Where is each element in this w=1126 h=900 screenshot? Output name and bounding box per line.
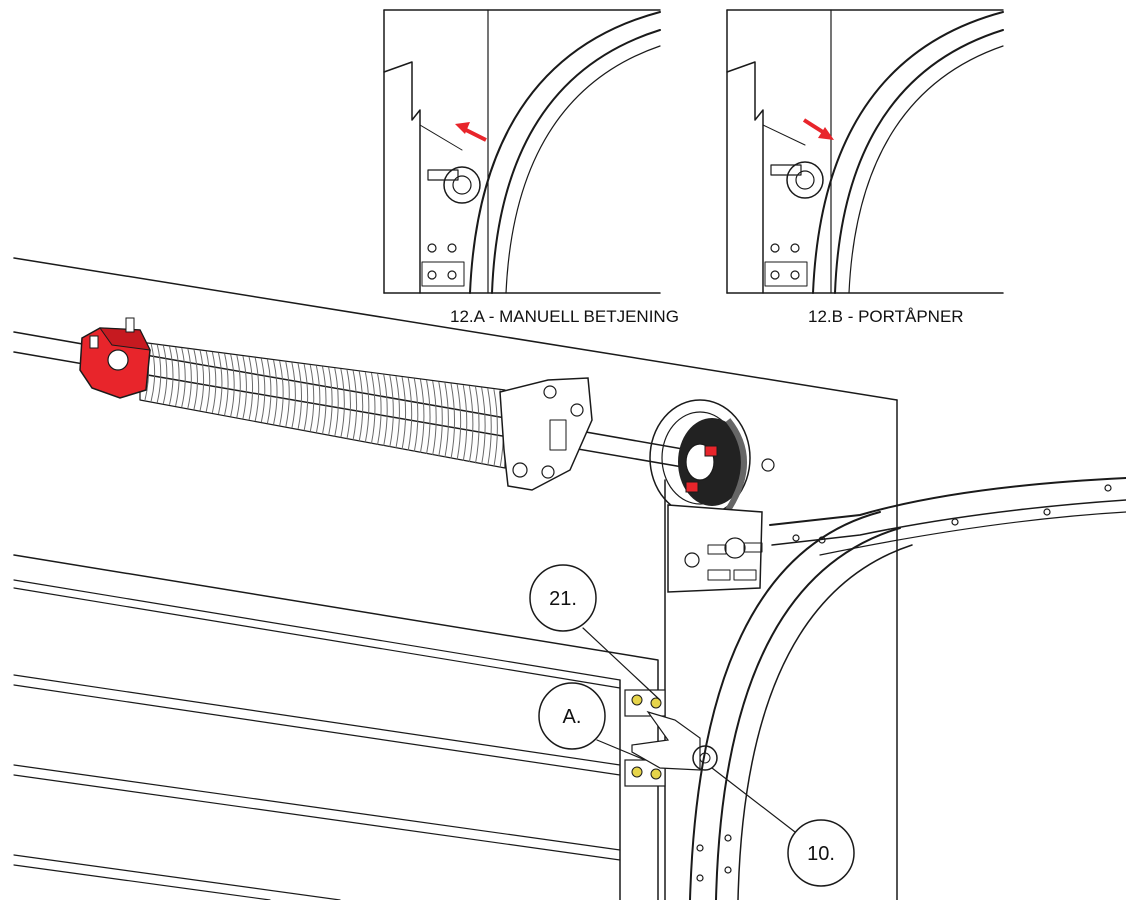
spring-coil: [364, 372, 370, 443]
cable-drum: [649, 399, 751, 517]
detail-12b-door-opener: 12.B - PORTÅPNER: [726, 9, 1004, 326]
spring-coil: [352, 370, 358, 440]
spring-coil: [236, 355, 241, 418]
spring-coil: [401, 376, 407, 450]
curved-track: [689, 511, 913, 900]
winding-cone: [79, 317, 151, 399]
spring-coil: [328, 367, 333, 436]
spring-coil: [285, 361, 290, 428]
spring-coil: [419, 379, 425, 453]
spring-coil: [481, 387, 486, 465]
spring-coil: [168, 346, 174, 405]
spring-coil: [407, 377, 413, 451]
caption-12b: 12.B - PORTÅPNER: [808, 307, 964, 326]
callout-21: 21.: [529, 564, 661, 701]
detail-12b-frame: [726, 9, 1004, 294]
spring-coil: [181, 347, 186, 408]
spring-coil: [340, 368, 345, 438]
horizontal-track: [769, 477, 1126, 556]
detail-12a-manual-operation: 12.A - MANUELL BETJENING: [383, 9, 679, 326]
spring-coil: [162, 345, 168, 404]
spring-coil: [303, 363, 309, 431]
spring-coil: [205, 350, 211, 412]
spring-coil: [334, 368, 339, 437]
spring-coil: [462, 385, 468, 462]
spring-coil: [230, 354, 235, 417]
spring-coil: [377, 373, 382, 445]
spring-coil: [493, 389, 498, 467]
detail-12a-hinge-bolts: [421, 243, 465, 287]
spring-coil: [291, 362, 296, 429]
detail-12a-frame: [383, 9, 661, 294]
spring-coil: [150, 343, 156, 402]
spring-coil: [358, 371, 364, 442]
spring-coil: [199, 350, 205, 411]
callout-a-label: A.: [563, 706, 582, 728]
spring-coil: [395, 376, 400, 449]
spring-coil: [475, 386, 480, 464]
spring-coil: [456, 384, 462, 460]
spring-coil: [389, 375, 394, 447]
spring-coil: [438, 381, 443, 457]
spring-coils: [144, 342, 504, 469]
spring-coil: [254, 357, 260, 422]
callout-a: A.: [538, 682, 646, 761]
detail-12a-curved-track: [469, 11, 661, 294]
spring-coil: [468, 385, 474, 463]
spring-coil: [450, 383, 455, 459]
spring-coil: [315, 365, 321, 433]
spring-coil: [383, 374, 388, 446]
spring-coil: [193, 349, 198, 410]
spring-coil: [370, 372, 376, 444]
spring-coil: [297, 363, 302, 430]
detail-12b-hinge-bolts: [764, 243, 808, 287]
spring-coil: [217, 352, 223, 415]
detail-12a-jamb: [383, 61, 421, 294]
spring-coil: [175, 346, 180, 406]
detail-12b-curved-track: [812, 11, 1004, 294]
spring-coil: [266, 359, 272, 424]
detail-12b-roller: [762, 124, 824, 199]
detail-12a-roller: [419, 124, 481, 204]
spring-coil: [413, 378, 419, 452]
spring-coil: [273, 359, 278, 425]
spring-coil: [426, 380, 431, 455]
spring-coil: [248, 356, 254, 421]
spring-coil: [309, 364, 315, 432]
spring-coil: [487, 388, 492, 466]
door-panels: [13, 554, 659, 900]
spring-coil: [432, 380, 437, 456]
detail-12b-jamb: [726, 61, 764, 294]
spring-coil: [211, 351, 217, 414]
spring-coil: [224, 353, 229, 416]
callout-21-label: 21.: [549, 588, 577, 610]
spring-coil: [242, 355, 247, 419]
end-bearing-plate: [667, 458, 775, 593]
spring-coil: [187, 348, 192, 409]
spring-coil: [260, 358, 266, 423]
detail-12a-red-arrow: [455, 122, 487, 142]
spring-coil: [156, 344, 162, 403]
center-bearing-bracket: [499, 377, 593, 491]
torsion-spring: [139, 341, 506, 469]
spring-coil: [322, 366, 327, 435]
detail-12b-red-arrow: [802, 118, 834, 140]
spring-coil: [346, 369, 351, 439]
spring-coil: [279, 360, 284, 426]
callout-10-label: 10.: [807, 843, 835, 865]
top-hinge-bracket: [624, 689, 718, 787]
caption-12a: 12.A - MANUELL BETJENING: [450, 307, 679, 326]
callout-10: 10.: [711, 767, 855, 887]
spring-coil: [444, 382, 449, 458]
